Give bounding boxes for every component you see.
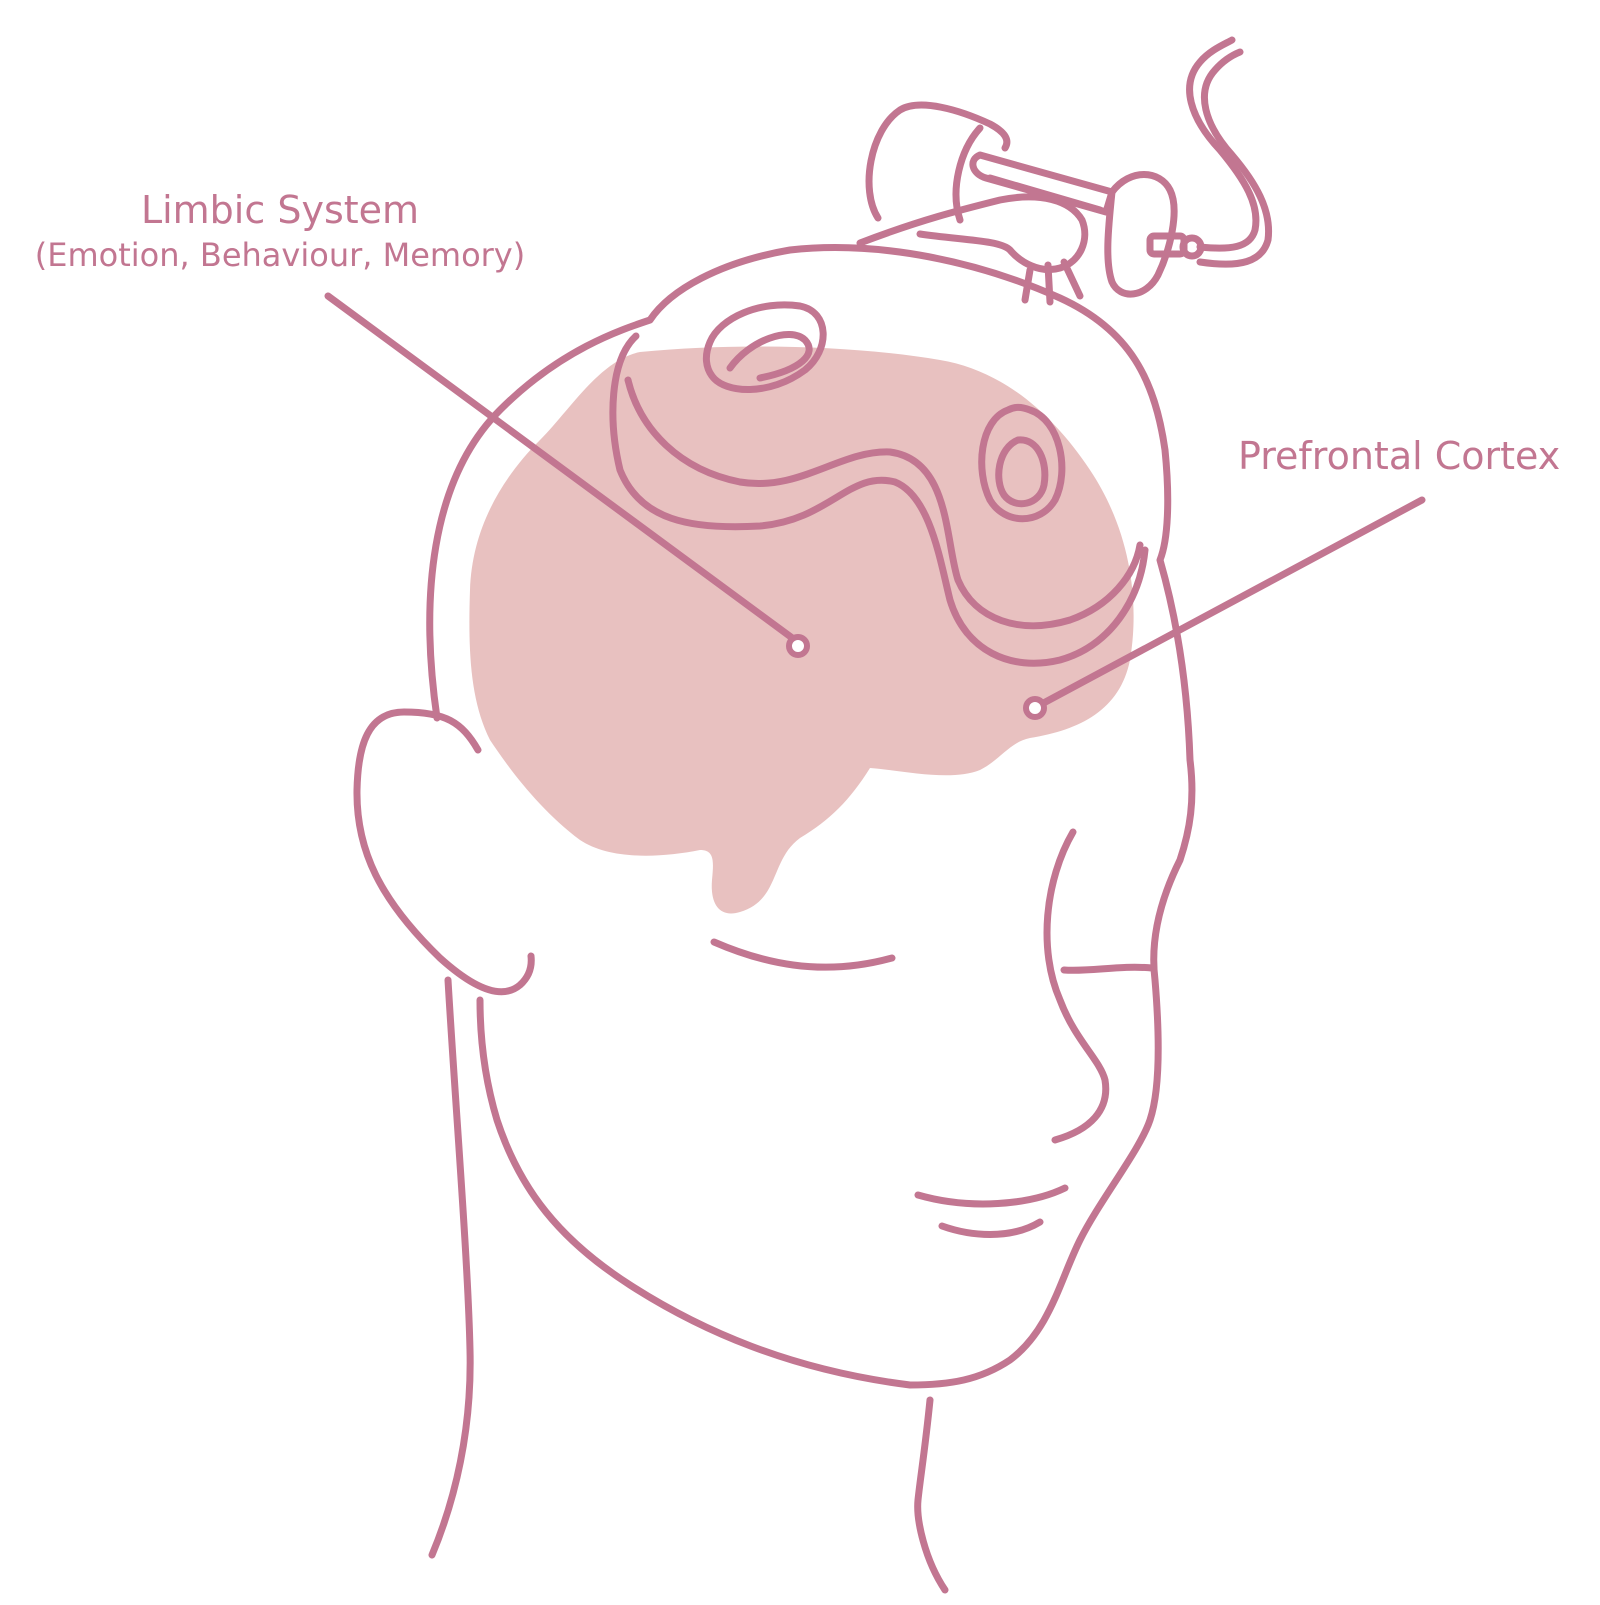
- eye-line: [710, 938, 896, 971]
- implant-bar-lower: [986, 174, 1104, 214]
- nose-line: [1043, 828, 1110, 1144]
- limbic-system-sublabel: (Emotion, Behaviour, Memory): [34, 236, 526, 274]
- nose-bridge-line: [1060, 963, 1156, 974]
- implant-cylinder-left: [865, 101, 1011, 222]
- limbic-point-marker: [786, 634, 810, 658]
- ear-outline: [353, 708, 535, 996]
- implant-cable-inner: [1196, 48, 1273, 268]
- limbic-system-label: Limbic System: [140, 188, 420, 232]
- brain-fold-inner: [624, 376, 1144, 630]
- implant-stand: [856, 193, 1089, 273]
- brain-fold-outer: [609, 332, 1149, 667]
- upper-lip-line: [914, 1184, 1069, 1208]
- brain-fold-top: [702, 301, 827, 393]
- brain-fold-right: [978, 403, 1066, 523]
- brain-fold-right-inner: [995, 436, 1049, 508]
- lower-lip-line: [938, 1218, 1044, 1238]
- limbic-leader-line: [324, 292, 799, 644]
- implant-cylinder-right: [1104, 171, 1178, 298]
- implant-post: [1021, 258, 1084, 306]
- neck-right-line: [914, 1396, 949, 1594]
- prefrontal-cortex-label: Prefrontal Cortex: [1238, 434, 1561, 478]
- brain-region: [469, 346, 1134, 914]
- neck-left-line: [428, 976, 474, 1559]
- implant-device: [856, 36, 1273, 306]
- brain-fold-top-inner: [726, 331, 813, 382]
- prefrontal-leader-line: [1034, 496, 1426, 710]
- head-outline: [426, 244, 1196, 1389]
- implant-cable: [1186, 36, 1260, 252]
- prefrontal-point-marker: [1023, 696, 1047, 720]
